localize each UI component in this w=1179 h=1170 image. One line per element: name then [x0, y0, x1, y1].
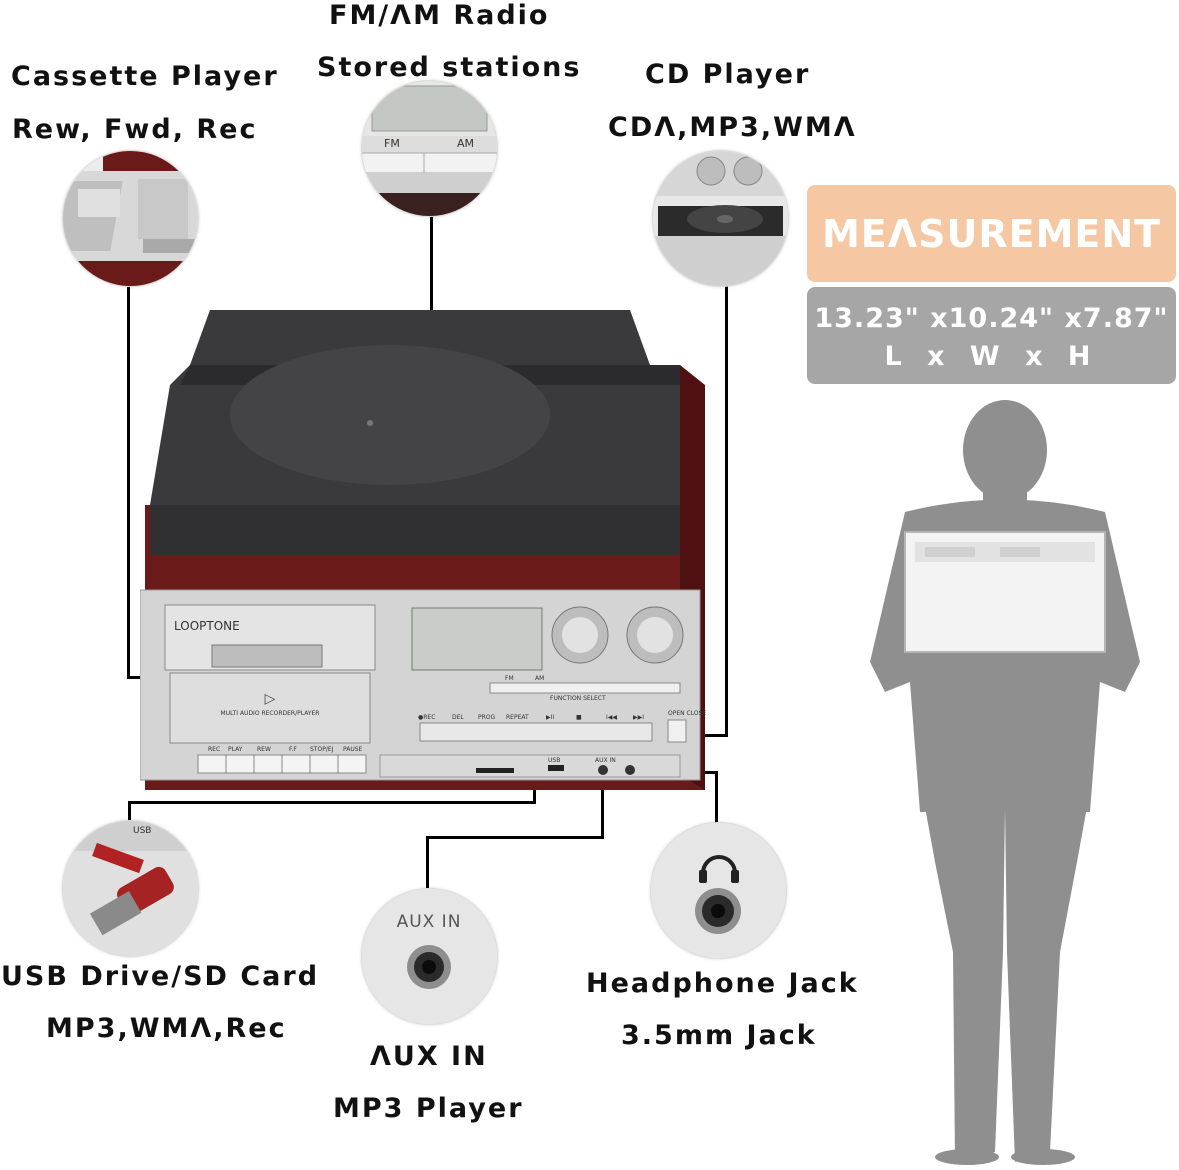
connector-usb-h — [128, 801, 536, 804]
measurement-title-box: MEΛSUREMENT — [807, 185, 1176, 282]
cassette-buttons: REC PLAY REW F.F STOP/EJ PAUSE — [197, 746, 367, 774]
cd-btn-repeat: REPEAT — [506, 714, 529, 721]
fm-radio-label: FM/ΛM Radio — [329, 0, 550, 31]
headphone-size-label: 3.5mm Jack — [621, 1020, 817, 1051]
usb-drive-label: USB Drive/SD Card — [1, 961, 320, 992]
cd-zoom-circle — [652, 150, 789, 287]
cassette-btn-pause: PAUSE — [343, 746, 363, 753]
stored-stations-label: Stored stations — [317, 52, 582, 83]
measurement-dims: 13.23" x10.24" x7.87" — [814, 303, 1169, 334]
cd-btn-prev: I◀◀ — [606, 714, 617, 721]
cassette-zoom-circle — [62, 150, 199, 287]
device-am-text: AM — [535, 675, 544, 682]
cd-btn-del: DEL — [452, 714, 464, 721]
cassette-caption: MULTI AUDIO RECORDER/PLAYER — [221, 710, 320, 717]
connector-cassette-v — [127, 283, 130, 678]
device-usb-text: USB — [548, 757, 560, 764]
function-select-text: FUNCTION SELECT — [550, 695, 606, 702]
cd-player-label: CD Player — [645, 59, 811, 90]
aux-zoom-text: AUX IN — [397, 912, 462, 932]
svg-text:▷: ▷ — [265, 691, 276, 707]
aux-zoom-circle: AUX IN — [361, 888, 498, 1025]
cassette-btn-rew: REW — [257, 746, 271, 753]
connector-headphone-v — [715, 771, 718, 823]
turntable-device: LOOPTONE ▷ MULTI AUDIO RECORDER/PLAYER R… — [140, 310, 706, 790]
measurement-title: MEΛSUREMENT — [821, 211, 1162, 256]
cassette-btn-rec: REC — [208, 746, 220, 753]
human-silhouette — [870, 400, 1140, 1165]
cd-btn-next: ▶▶I — [633, 714, 644, 721]
headphone-jack-label: Headphone Jack — [586, 968, 859, 999]
radio-fm-text: FM — [384, 137, 400, 150]
headphone-icon — [699, 855, 739, 883]
cassette-btn-play: PLAY — [228, 746, 243, 753]
usb-zoom-text: USB — [133, 826, 151, 836]
cd-btn-rec: ●REC — [418, 714, 435, 721]
cassette-functions-label: Rew, Fwd, Rec — [12, 114, 258, 145]
measurement-axes: L x W x H — [884, 341, 1099, 372]
device-fm-text: FM — [505, 675, 514, 682]
connector-cd-v — [725, 285, 728, 736]
connector-aux-h — [426, 836, 604, 839]
usb-formats-label: MP3,WMΛ,Rec — [46, 1013, 287, 1044]
usb-zoom-circle: USB — [62, 820, 199, 957]
cassette-player-label: Cassette Player — [11, 61, 279, 92]
device-aux-text: AUX IN — [595, 757, 616, 764]
cd-btn-playpause: ▶II — [546, 714, 554, 721]
radio-zoom-circle: FM AM — [361, 80, 498, 217]
headphone-zoom-circle — [650, 822, 787, 959]
aux-in-label: ΛUX IN — [370, 1041, 488, 1072]
cassette-btn-ff: F.F — [289, 746, 297, 753]
connector-aux-v1 — [601, 781, 604, 838]
cd-btn-prog: PROG — [478, 714, 496, 721]
cd-btn-stop: ■ — [576, 714, 582, 721]
connector-usb-v2 — [128, 801, 131, 823]
mp3-player-label: MP3 Player — [333, 1093, 524, 1124]
device-brand: LOOPTONE — [174, 619, 240, 633]
connector-aux-v2 — [426, 836, 429, 888]
open-close-text: OPEN CLOSE — [668, 710, 706, 717]
radio-am-text: AM — [457, 137, 474, 150]
measurement-dims-box: 13.23" x10.24" x7.87" L x W x H — [807, 287, 1176, 384]
cassette-btn-stop: STOP/EJ — [310, 746, 334, 753]
cd-formats-label: CDΛ,MP3,WMΛ — [608, 112, 857, 143]
